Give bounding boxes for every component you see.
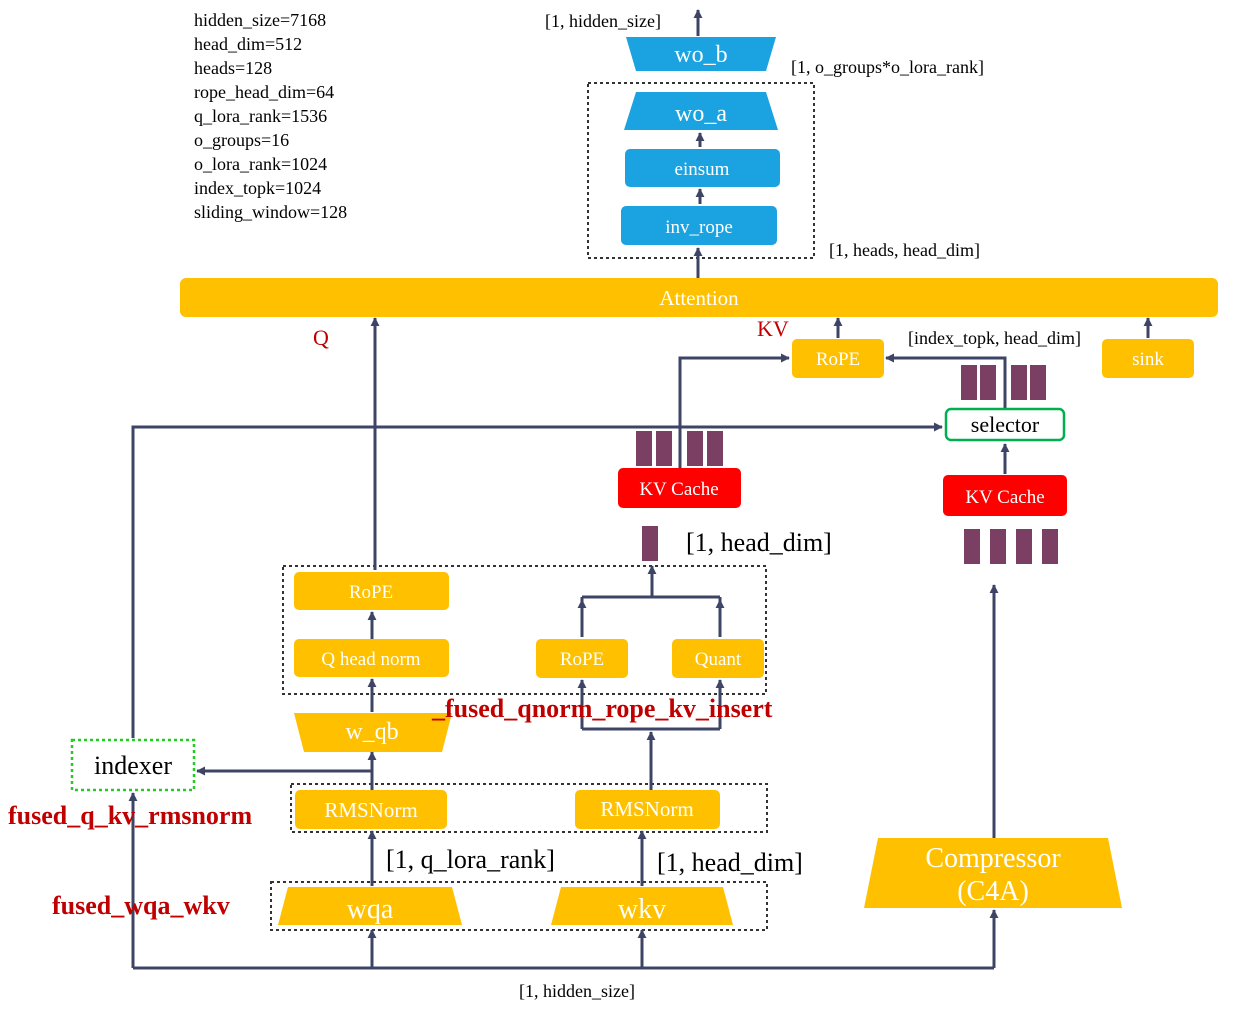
q-head-norm-block xyxy=(294,639,449,677)
config-hidden-size: hidden_size=7168 xyxy=(194,10,326,30)
token-bar xyxy=(990,529,1006,564)
token-bar xyxy=(642,526,658,561)
einsum-label: einsum xyxy=(675,159,730,180)
rmsnorm-kv-block xyxy=(575,790,720,829)
wqa-block xyxy=(278,887,462,925)
rmsnorm-kv-label: RMSNorm xyxy=(600,797,693,821)
rope-kv-label: RoPE xyxy=(816,349,860,370)
einsum-block xyxy=(625,149,780,187)
config-heads: heads=128 xyxy=(194,58,272,78)
config-o-lora-rank: o_lora_rank=1024 xyxy=(194,154,327,174)
token-bar xyxy=(1016,529,1032,564)
config-head-dim: head_dim=512 xyxy=(194,34,302,54)
input-shape-label: [1, hidden_size] xyxy=(519,981,635,1001)
token-bar xyxy=(1030,365,1046,400)
config-list: hidden_size=7168 head_dim=512 heads=128 … xyxy=(194,10,347,222)
q-head-norm-label: Q head norm xyxy=(321,649,420,670)
attention-block xyxy=(180,278,1218,317)
selector-label: selector xyxy=(971,412,1040,437)
token-bar xyxy=(961,365,977,400)
config-q-lora-rank: q_lora_rank=1536 xyxy=(194,106,327,126)
compressor-block xyxy=(864,838,1122,908)
kv-label: KV xyxy=(757,316,789,341)
rope-kv-block xyxy=(792,339,884,378)
wo-a-label: wo_a xyxy=(675,101,727,127)
kv-cache-right-label: KV Cache xyxy=(965,487,1044,508)
wqa-label: wqa xyxy=(347,894,394,925)
compressor-label-line2: (C4A) xyxy=(957,876,1029,907)
fused-qnorm-label: _fused_qnorm_rope_kv_insert xyxy=(431,694,773,723)
token-bar xyxy=(1042,529,1058,564)
fused-wqa-wkv-group-box xyxy=(270,881,768,931)
fused-qnorm-group-box xyxy=(282,565,767,695)
token-bar xyxy=(656,431,672,466)
rmsnorm-q-block xyxy=(295,790,447,829)
kv-entry-shape-label: [1, head_dim] xyxy=(686,528,832,557)
kv-token-bars xyxy=(636,365,1058,564)
rmsnorm-q-label: RMSNorm xyxy=(324,798,417,822)
token-bar xyxy=(636,431,652,466)
wo-b-block xyxy=(626,37,776,71)
inv-rope-label: inv_rope xyxy=(665,217,733,238)
out-shape-label: [1, hidden_size] xyxy=(545,11,661,31)
token-bar xyxy=(964,529,980,564)
rope-k-label: RoPE xyxy=(560,649,604,670)
w-qb-block xyxy=(294,713,452,752)
token-bar xyxy=(980,365,996,400)
fused-wqa-label: fused_wqa_wkv xyxy=(52,891,230,920)
indexer-block xyxy=(70,738,196,792)
config-o-groups: o_groups=16 xyxy=(194,130,289,150)
inv-rope-block xyxy=(621,206,777,245)
fused-rmsnorm-group-box xyxy=(290,783,768,833)
token-bar xyxy=(687,431,703,466)
kv-cache-left-block xyxy=(618,468,741,508)
fused-rmsnorm-label: fused_q_kv_rmsnorm xyxy=(8,801,252,830)
quant-block xyxy=(672,639,764,678)
q-label: Q xyxy=(313,325,329,350)
selector-block xyxy=(944,407,1066,442)
q-lora-shape-label: [1, q_lora_rank] xyxy=(386,845,555,874)
attention-label: Attention xyxy=(659,286,739,310)
token-bar xyxy=(707,431,723,466)
quant-label: Quant xyxy=(695,649,742,670)
kv-cache-left-label: KV Cache xyxy=(639,479,718,500)
sink-block xyxy=(1102,339,1194,378)
kv-head-shape-label: [1, head_dim] xyxy=(657,848,803,877)
wkv-block xyxy=(551,887,733,925)
config-rope-head-dim: rope_head_dim=64 xyxy=(194,82,334,102)
kv-cache-right-block xyxy=(943,475,1067,516)
wo-b-label: wo_b xyxy=(674,42,727,68)
rope-k-block xyxy=(536,639,628,678)
compressor-label-line1: Compressor xyxy=(925,843,1061,874)
wo-a-shape-label: [1, o_groups*o_lora_rank] xyxy=(791,57,984,77)
w-qb-label: w_qb xyxy=(345,719,398,745)
wo-a-block xyxy=(624,92,778,130)
token-bar xyxy=(1011,365,1027,400)
attn-out-shape-label: [1, heads, head_dim] xyxy=(829,240,980,260)
rope-q-label: RoPE xyxy=(349,582,393,603)
indexer-label: indexer xyxy=(94,751,172,780)
config-sliding-window: sliding_window=128 xyxy=(194,202,347,222)
rope-q-block xyxy=(294,572,449,610)
output-group-box xyxy=(587,82,815,259)
config-index-topk: index_topk=1024 xyxy=(194,178,321,198)
topk-shape-label: [index_topk, head_dim] xyxy=(908,328,1081,348)
sink-label: sink xyxy=(1132,349,1164,370)
wkv-label: wkv xyxy=(618,894,666,925)
